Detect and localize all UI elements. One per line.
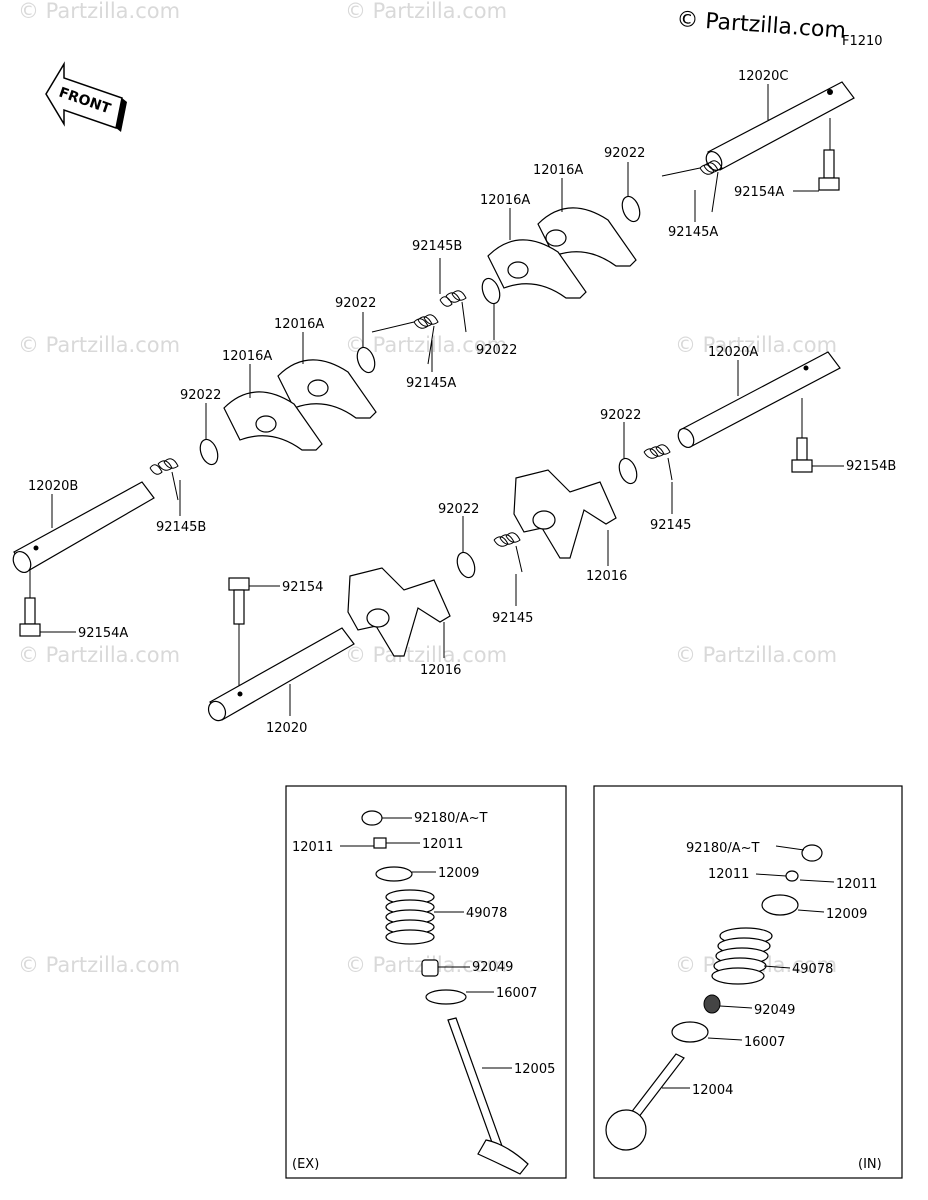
watermark: © Partzilla.com	[345, 643, 507, 667]
label-92154A-top: 92154A	[734, 185, 784, 200]
label-92049-in: 92049	[754, 1003, 795, 1018]
label-92145A-a: 92145A	[668, 225, 718, 240]
label-12011-ex-right: 12011	[422, 837, 463, 852]
shaft-12020C	[705, 81, 855, 172]
label-16007-ex: 16007	[496, 986, 537, 1001]
label-92022-b: 92022	[476, 343, 517, 358]
label-12016A-d: 12016A	[222, 349, 272, 364]
oil-seal-92049-in	[703, 994, 721, 1014]
rocker-arm-12016A-c	[277, 359, 377, 419]
label-92145B-a: 92145B	[412, 239, 462, 254]
label-49078-in: 49078	[792, 962, 833, 977]
bolt-92154	[228, 577, 250, 625]
spring-92145A-a	[661, 160, 723, 213]
in-box-title: (IN)	[858, 1157, 882, 1172]
label-92180-in: 92180/A~T	[686, 841, 760, 856]
label-12009-in: 12009	[826, 907, 867, 922]
watermark: © Partzilla.com	[675, 643, 837, 667]
label-92022-e: 92022	[180, 388, 221, 403]
label-12009-ex: 12009	[438, 866, 479, 881]
valve-spring-49078-ex	[385, 889, 435, 945]
washer-92022-d	[618, 457, 638, 485]
label-12020C: 12020C	[738, 69, 788, 84]
label-92022-a: 92022	[604, 146, 645, 161]
bolt-92154B	[791, 437, 813, 473]
label-12020B: 12020B	[28, 479, 78, 494]
label-12020A: 12020A	[708, 345, 758, 360]
label-92154: 92154	[282, 580, 323, 595]
retainer-12011-in	[785, 870, 799, 882]
cotter-92180-in	[801, 844, 823, 862]
rocker-arm-12016-a	[513, 469, 617, 559]
label-12016A-c: 12016A	[274, 317, 324, 332]
label-92180-ex: 92180/A~T	[414, 811, 488, 826]
spring-92145-a	[643, 444, 673, 481]
label-92145-a: 92145	[650, 518, 691, 533]
label-12004-in: 12004	[692, 1083, 733, 1098]
bolt-92154A-bottom	[19, 597, 41, 637]
washer-92022-b	[481, 277, 501, 305]
diagram-code: F1210	[842, 34, 883, 49]
spring-seat-12009-in	[761, 894, 799, 916]
label-12016-b: 12016	[420, 663, 461, 678]
washer-92022-c	[356, 346, 376, 374]
watermark: © Partzilla.com	[18, 0, 180, 23]
spring-92145A-b	[371, 314, 439, 365]
shaft-12020B	[12, 481, 155, 574]
watermark: © Partzilla.com	[18, 643, 180, 667]
watermark: © Partzilla.com	[18, 333, 180, 357]
ex-box-title: (EX)	[292, 1157, 319, 1172]
washer-92022-a	[621, 195, 641, 223]
label-12016A-b: 12016A	[480, 193, 530, 208]
rocker-arm-12016A-d	[223, 391, 323, 451]
spring-92145B-b	[149, 458, 179, 501]
retainer-12011-ex	[373, 837, 387, 849]
washer-92022-e	[199, 438, 219, 466]
oil-seal-92049-ex	[421, 959, 439, 977]
copyright-text: © Partzilla.com	[676, 7, 847, 44]
cotter-92180-ex	[361, 810, 383, 826]
label-12011-in-right: 12011	[836, 877, 877, 892]
valve-spring-49078-in	[711, 927, 773, 985]
label-12005-ex: 12005	[514, 1062, 555, 1077]
watermark: © Partzilla.com	[345, 0, 507, 23]
shaft-12020A	[677, 351, 841, 449]
label-92022-f: 92022	[438, 502, 479, 517]
label-16007-in: 16007	[744, 1035, 785, 1050]
watermark: © Partzilla.com	[18, 953, 180, 977]
label-92145A-b: 92145A	[406, 376, 456, 391]
label-92154A-bottom: 92154A	[78, 626, 128, 641]
seat-16007-in	[671, 1021, 709, 1043]
rocker-arm-12016A-a	[537, 207, 637, 267]
washer-92022-f	[456, 551, 476, 579]
label-92145B-b: 92145B	[156, 520, 206, 535]
in-valve-box: 92180/A~T 12011 12011 12009 49078 92049 …	[593, 785, 903, 1179]
spring-92145B-a	[439, 290, 467, 333]
shaft-12020	[207, 627, 355, 722]
valve-12004-in	[605, 1053, 685, 1151]
front-arrow-icon: FRONT	[45, 61, 127, 132]
label-12016A-a: 12016A	[533, 163, 583, 178]
rocker-arm-12016-b	[347, 567, 451, 657]
watermark: © Partzilla.com	[675, 333, 837, 357]
ex-valve-box: 92180/A~T 12011 12011 12009 49078 92049 …	[285, 785, 567, 1179]
seat-16007-ex	[425, 989, 467, 1005]
bolt-92154A-top	[818, 149, 840, 191]
label-92022-c: 92022	[335, 296, 376, 311]
rocker-arm-12016A-b	[487, 239, 587, 299]
label-12020: 12020	[266, 721, 307, 736]
label-92145-b: 92145	[492, 611, 533, 626]
spring-92145-b	[493, 532, 523, 573]
label-12011-ex-left: 12011	[292, 840, 333, 855]
valve-12005-ex	[447, 1017, 529, 1175]
label-92049-ex: 92049	[472, 960, 513, 975]
label-92154B: 92154B	[846, 459, 896, 474]
label-92022-d: 92022	[600, 408, 641, 423]
label-12011-in-left: 12011	[708, 867, 749, 882]
spring-seat-12009-ex	[375, 866, 413, 882]
label-49078-ex: 49078	[466, 906, 507, 921]
label-12016-a: 12016	[586, 569, 627, 584]
